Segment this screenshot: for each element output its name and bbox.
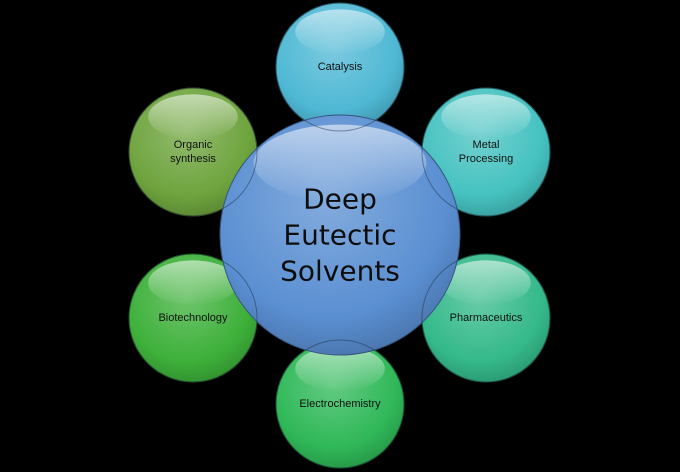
node-metal-processing-outline <box>421 87 551 217</box>
node-organic-synthesis-outline <box>128 87 258 217</box>
node-electrochemistry-label-line-1: Electrochemistry <box>299 398 381 410</box>
node-biotechnology-outline <box>128 253 258 383</box>
center-label-line-1: Deep <box>303 183 377 216</box>
center-label-line-2: Eutectic <box>283 219 396 252</box>
node-pharmaceutics-gloss <box>441 260 531 306</box>
overlap-outlines <box>128 2 551 469</box>
node-metal-processing-label-line-1: Metal <box>473 139 500 151</box>
node-catalysis-label-line-1: Catalysis <box>318 61 363 73</box>
node-metal-processing-gloss <box>441 94 531 140</box>
node-metal-processing-label-line-2: Processing <box>459 153 513 165</box>
center-gloss <box>253 124 427 202</box>
node-catalysis-outline <box>275 2 405 132</box>
node-electrochemistry: Electrochemistry <box>275 339 405 469</box>
node-catalysis-gloss <box>295 9 385 55</box>
node-electrochemistry-outline <box>275 339 405 469</box>
satellite-nodes: CatalysisMetalProcessingPharmaceuticsEle… <box>128 2 551 469</box>
node-electrochemistry-gloss <box>295 346 385 392</box>
node-biotechnology-label-line-1: Biotechnology <box>158 312 228 324</box>
node-pharmaceutics: Pharmaceutics <box>421 253 551 383</box>
node-pharmaceutics-label-line-1: Pharmaceutics <box>450 312 523 324</box>
node-biotechnology: Biotechnology <box>128 253 258 383</box>
node-pharmaceutics-outline <box>421 253 551 383</box>
node-organic-synthesis-label-line-2: synthesis <box>170 153 216 165</box>
node-catalysis: Catalysis <box>275 2 405 132</box>
center-label-line-3: Solvents <box>280 255 400 288</box>
node-biotechnology-gloss <box>148 260 238 306</box>
node-organic-synthesis: Organic synthesis <box>128 87 258 217</box>
node-organic-synthesis-gloss <box>148 94 238 140</box>
node-organic-synthesis-label-line-1: Organic <box>174 139 213 151</box>
